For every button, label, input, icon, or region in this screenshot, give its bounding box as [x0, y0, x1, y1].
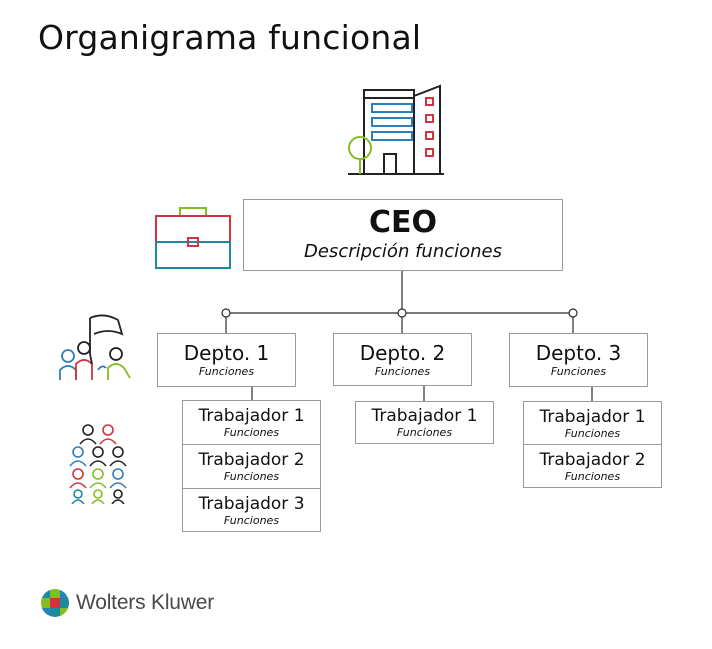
briefcase-icon — [155, 207, 231, 269]
department-box: Depto. 2 Funciones — [333, 333, 472, 386]
office-building-icon — [348, 84, 444, 175]
worker-box: Trabajador 2 Funciones — [182, 444, 321, 489]
worker-name: Trabajador 3 — [198, 493, 305, 514]
worker-list: Trabajador 1 Funciones — [355, 401, 494, 444]
worker-functions: Funciones — [564, 469, 621, 483]
brand-logo: Wolters Kluwer — [40, 588, 214, 618]
worker-functions: Funciones — [223, 513, 280, 527]
department-functions: Funciones — [374, 364, 431, 378]
worker-box: Trabajador 3 Funciones — [182, 488, 321, 532]
ceo-description: Descripción funciones — [304, 241, 502, 262]
worker-functions: Funciones — [396, 426, 453, 439]
worker-box: Trabajador 1 Funciones — [355, 401, 494, 444]
worker-list: Trabajador 1 Funciones Trabajador 2 Func… — [523, 401, 662, 488]
department-name: Depto. 1 — [183, 341, 270, 365]
department-box: Depto. 3 Funciones — [509, 333, 648, 387]
worker-box: Trabajador 1 Funciones — [523, 401, 662, 445]
worker-name: Trabajador 2 — [539, 449, 646, 470]
worker-box: Trabajador 1 Funciones — [182, 400, 321, 445]
worker-functions: Funciones — [223, 470, 280, 483]
worker-name: Trabajador 1 — [371, 406, 478, 426]
worker-box: Trabajador 2 Funciones — [523, 444, 662, 488]
worker-name: Trabajador 1 — [539, 406, 646, 427]
team-flag-icon — [59, 314, 131, 380]
ceo-box: CEO Descripción funciones — [243, 199, 563, 271]
department-name: Depto. 3 — [535, 341, 622, 365]
worker-functions: Funciones — [223, 426, 280, 439]
department-box: Depto. 1 Funciones — [157, 333, 296, 387]
worker-name: Trabajador 2 — [198, 450, 305, 470]
worker-functions: Funciones — [564, 426, 621, 440]
department-name: Depto. 2 — [359, 340, 446, 365]
ceo-name: CEO — [368, 205, 437, 240]
worker-list: Trabajador 1 Funciones Trabajador 2 Func… — [182, 400, 321, 532]
brand-name: Wolters Kluwer — [76, 591, 215, 614]
people-group-icon — [69, 424, 127, 504]
brand-mark-icon — [41, 589, 69, 617]
department-functions: Funciones — [198, 365, 255, 378]
page-title: Organigrama funcional — [38, 18, 422, 57]
department-functions: Funciones — [550, 365, 607, 378]
worker-name: Trabajador 1 — [198, 406, 305, 426]
